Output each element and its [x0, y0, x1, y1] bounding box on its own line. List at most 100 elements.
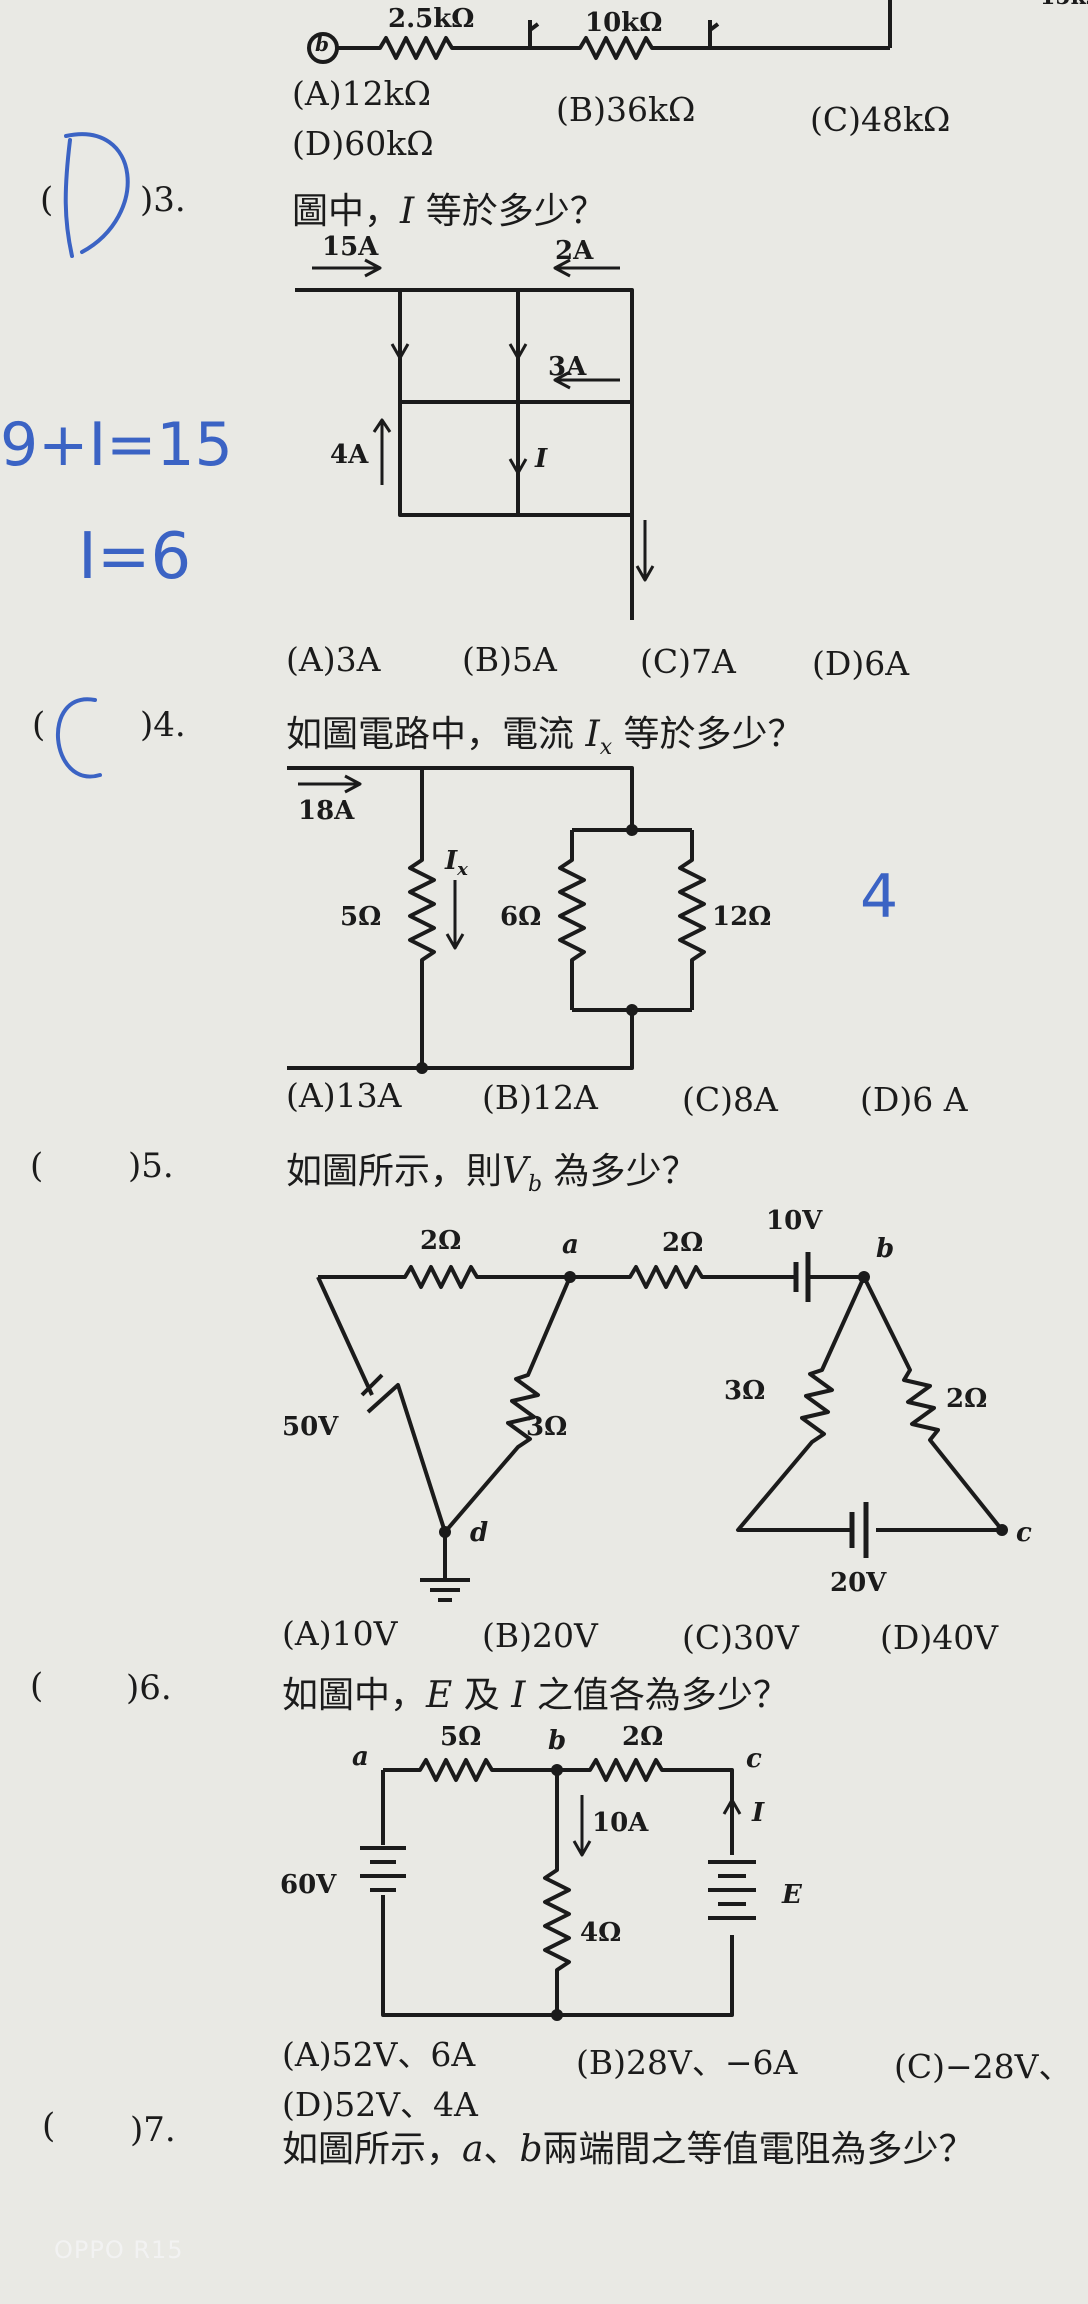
q2-label-r1: 2.5kΩ	[388, 4, 475, 34]
q4-arrows	[298, 774, 465, 950]
q5-label-r-ab: 2Ω	[662, 1228, 704, 1258]
q6-text-mid: 及	[452, 1675, 512, 1716]
q2-option-b: (B)36kΩ	[556, 90, 696, 129]
q7-text-pre: 如圖所示，	[282, 2129, 463, 2170]
q2-option-a: (A)12kΩ	[292, 74, 431, 113]
q5-label-node-b: b	[876, 1234, 895, 1264]
q3-label-4a: 4A	[330, 440, 369, 470]
q6-text-post: 之值各為多少？	[525, 1675, 789, 1716]
q3-label-i: I	[535, 444, 548, 474]
q7-question-text: 如圖所示，a、b兩端間之等值電阻為多少？	[282, 2120, 975, 2172]
q3-number: )3.	[140, 180, 186, 220]
q6-label-4ohm: 4Ω	[580, 1918, 622, 1948]
q5-source-10v	[793, 1252, 811, 1302]
q5-option-d: (D)40V	[880, 1618, 999, 1657]
q2-resistor-chain	[337, 36, 890, 60]
q5-label-20v: 20V	[830, 1568, 887, 1598]
q5-resistor-ad	[443, 1276, 572, 1534]
q4-bottom-wire	[287, 1010, 634, 1070]
q7-answer-paren: (	[42, 2106, 56, 2146]
q4-label-18a: 18A	[298, 796, 355, 826]
q3-handwriting-line2: I=6	[78, 520, 192, 594]
q6-text-pre: 如圖中，	[282, 1675, 427, 1716]
q4-text-post: 等於多少？	[612, 714, 804, 755]
q5-option-c: (C)30V	[682, 1618, 799, 1657]
q4-resistor-6ohm	[558, 830, 586, 1010]
q3-handwritten-d-mark	[63, 132, 130, 258]
q3-option-d: (D)6A	[812, 644, 910, 683]
q4-handwritten-c-mark	[55, 697, 102, 779]
q3-option-c: (C)7A	[640, 642, 736, 681]
q5-label-r-bc: 2Ω	[946, 1384, 988, 1414]
q4-top-wire	[287, 766, 634, 830]
q6-source-60v-loop	[360, 1770, 734, 2017]
q4-handwriting: 4	[860, 862, 899, 932]
q6-question-text: 如圖中，E 及 I 之值各為多少？	[282, 1666, 789, 1718]
q3-arrows	[312, 258, 655, 582]
q6-resistor-ab	[383, 1758, 557, 1782]
q5-source-50v-branch	[316, 1276, 447, 1533]
q5-label-50v: 50V	[282, 1412, 339, 1442]
q3-label-2a: 2A	[555, 236, 594, 266]
q6-option-c: (C)−28V、	[894, 2047, 1072, 2086]
q2-option-c: (C)48kΩ	[810, 100, 951, 139]
q6-source-e	[708, 1860, 756, 1920]
q7-text-post: 兩端間之等值電阻為多少？	[542, 2129, 975, 2170]
q6-number: )6.	[126, 1668, 172, 1708]
q6-option-a: (A)52V、6A	[282, 2035, 476, 2074]
q6-answer-paren: (	[30, 1666, 44, 1706]
q4-label-12ohm: 12Ω	[712, 902, 772, 932]
q3-label-15a: 15A	[322, 232, 379, 262]
q5-label-10v: 10V	[766, 1206, 823, 1236]
q6-option-b: (B)28V、−6A	[576, 2043, 798, 2082]
q6-label-node-b: b	[548, 1726, 567, 1756]
q4-parallel-rails	[572, 828, 692, 1012]
q2-label-node-b: b	[315, 32, 329, 56]
q5-option-b: (B)20V	[482, 1616, 598, 1655]
q4-option-b: (B)12A	[482, 1078, 598, 1117]
q5-answer-paren: (	[30, 1146, 44, 1186]
q5-text-post: 為多少？	[542, 1151, 698, 1192]
q2-label-r2: 10kΩ	[585, 8, 663, 38]
q4-circuit	[287, 766, 706, 1070]
q6-label-e: E	[782, 1880, 802, 1910]
q4-text-pre: 如圖電路中，電流	[286, 714, 586, 755]
q6-label-node-a: a	[352, 1742, 369, 1772]
q6-label-r-ab: 5Ω	[440, 1722, 482, 1752]
q2-circuit	[307, 0, 892, 64]
q6-label-i: I	[752, 1798, 765, 1828]
q5-number: )5.	[128, 1146, 174, 1186]
q6-label-10a: 10A	[592, 1808, 649, 1838]
q4-resistor-12ohm	[678, 830, 706, 1010]
q4-label-ix-sub: x	[457, 859, 468, 881]
q5-label-r-b-left: 3Ω	[724, 1376, 766, 1406]
q6-arrows	[572, 1795, 742, 1857]
q4-label-5ohm: 5Ω	[340, 902, 382, 932]
q5-text-sub: b	[528, 1172, 543, 1198]
q4-resistor-5ohm	[408, 768, 436, 1068]
q3-text-pre: 圖中，	[292, 191, 401, 232]
q4-label-ix: Ix	[445, 846, 468, 880]
q3-answer-paren: (	[40, 180, 54, 220]
q5-text-var: V	[502, 1151, 529, 1192]
q7-text-sep: 、	[483, 2129, 520, 2170]
q6-label-node-c: c	[746, 1744, 762, 1774]
q4-answer-paren: (	[32, 705, 46, 745]
q2-branches	[528, 0, 892, 48]
q5-label-node-a: a	[562, 1230, 579, 1260]
q3-option-a: (A)3A	[286, 640, 381, 679]
q4-option-a: (A)13A	[286, 1076, 402, 1115]
q3-option-b: (B)5A	[462, 640, 557, 679]
q5-source-20v	[849, 1502, 869, 1558]
q3-question-text: 圖中，I 等於多少？	[292, 182, 606, 234]
q3-text-var: I	[400, 191, 415, 232]
q6-text-var-i: I	[511, 1675, 526, 1716]
q5-resistor-ab	[570, 1265, 796, 1289]
q4-text-sub: x	[599, 735, 613, 761]
camera-watermark: OPPO R15	[54, 2236, 184, 2264]
q4-label-6ohm: 6Ω	[500, 902, 542, 932]
q5-resistor-bc	[862, 1276, 1004, 1532]
q5-label-r-ad: 3Ω	[526, 1412, 568, 1442]
q5-question-text: 如圖所示，則Vb 為多少？	[286, 1142, 698, 1197]
q2-label-r3-partial: 15kΩ	[1040, 0, 1088, 10]
